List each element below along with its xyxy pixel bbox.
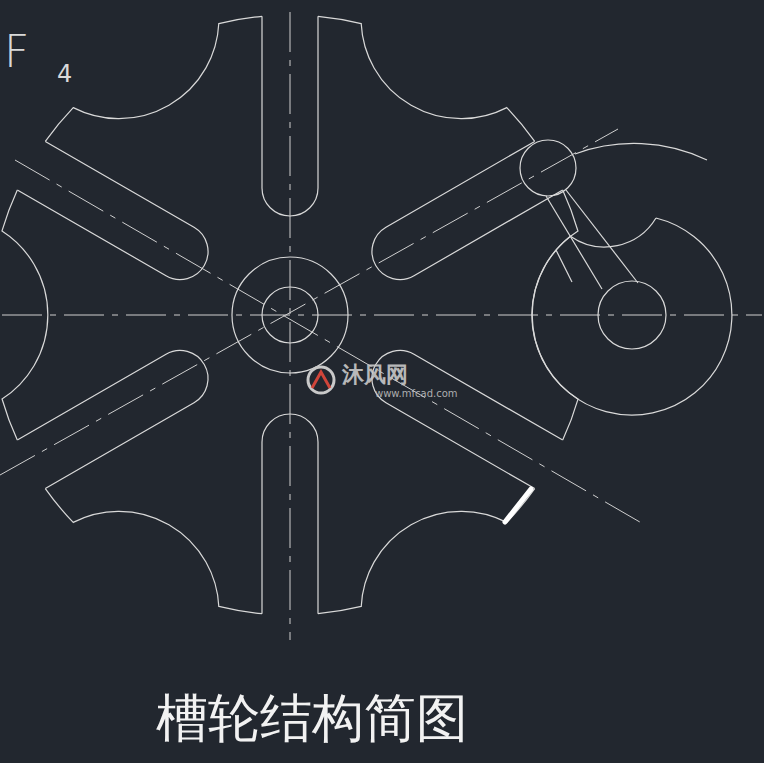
- figure-number: 4: [57, 62, 72, 86]
- mark-stroke: [505, 489, 531, 522]
- watermark-logo: [308, 367, 334, 393]
- watermark-text: 沐风网: [342, 364, 408, 386]
- slot-wheel: [0, 0, 671, 676]
- center-lines: [0, 12, 762, 640]
- driver-crank: [520, 140, 732, 415]
- watermark-url: www.mfcad.com: [375, 389, 458, 399]
- figure-caption: 槽轮结构简图: [156, 692, 468, 744]
- figure-letter: F: [4, 30, 29, 74]
